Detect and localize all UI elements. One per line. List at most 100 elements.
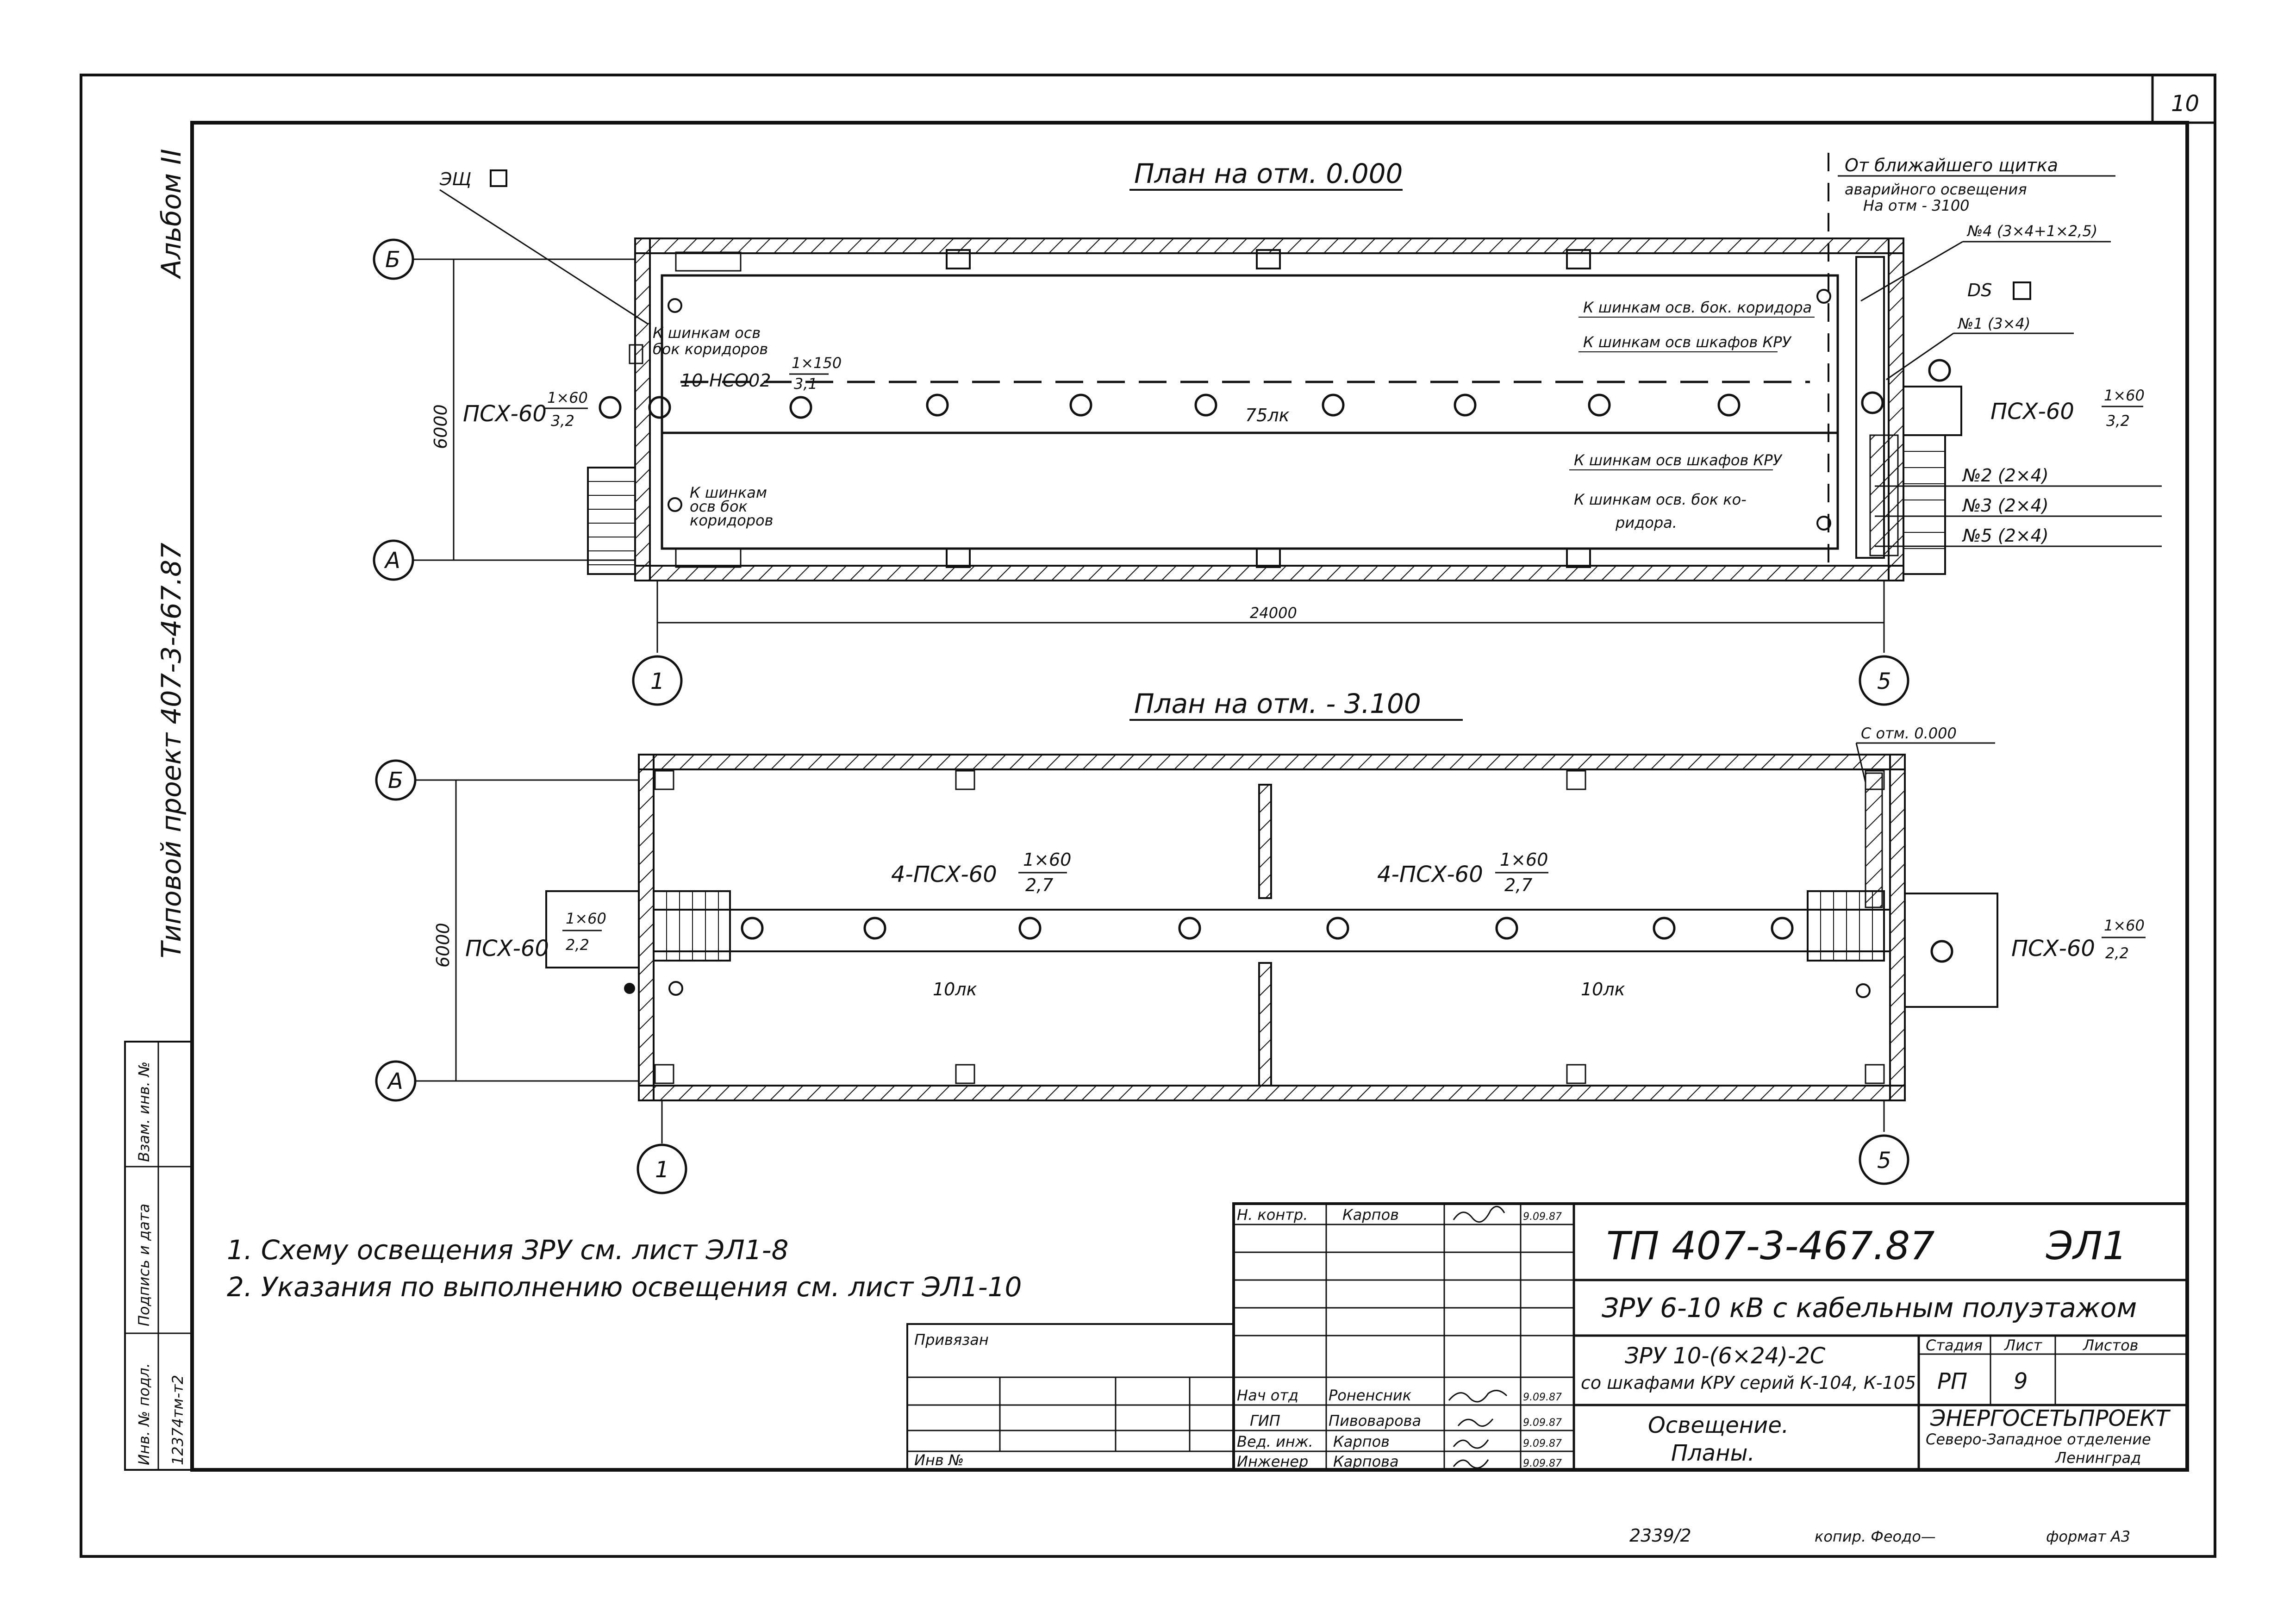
dim-height-top: 6000: [430, 404, 451, 449]
lamp: [599, 396, 622, 419]
stage-value: РП: [1937, 1368, 1967, 1394]
fixture-type: 10-НСО02: [680, 370, 771, 391]
lamp: [1069, 394, 1092, 417]
lamp: [648, 396, 671, 419]
partition-upper: [1258, 784, 1272, 899]
lamp: [1930, 940, 1953, 963]
note-r2: К шинкам осв шкафов КРУ: [1583, 333, 1792, 351]
privyazan-label: Привязан: [914, 1331, 989, 1349]
note-r4-2: ридора.: [1615, 514, 1677, 531]
note-left-top-2: бок коридоров: [653, 340, 768, 358]
lamp: [741, 917, 764, 940]
sheet-value: 9: [2014, 1368, 2028, 1394]
lamps-top: [599, 359, 1951, 419]
outer-frame: [80, 74, 2216, 1558]
sheet-number: 10: [2171, 91, 2199, 117]
eq-label: ЭЩ: [439, 169, 471, 189]
note-2: 2. Указания по выполнению освещения см. …: [227, 1271, 1022, 1303]
mid2-num: 1×60: [1500, 849, 1548, 870]
title-1: ЗРУ 6-10 кВ с кабельным полуэтажом: [1602, 1292, 2137, 1324]
role-ved: Вед. инж.: [1237, 1433, 1313, 1450]
inv-podl-label: Инв. № подл.: [135, 1363, 153, 1465]
org-1: ЭНЕРГОСЕТЬПРОЕКТ: [1930, 1405, 2171, 1431]
title-3a: Освещение.: [1648, 1412, 1789, 1438]
role-nkontr: Н. контр.: [1237, 1206, 1308, 1224]
lamp: [1194, 394, 1217, 417]
lamp: [1717, 394, 1741, 417]
mid1-num: 1×60: [1023, 849, 1071, 870]
feed-4: №4 (3×4+1×2,5): [1966, 222, 2097, 240]
axis-b-label: Б: [385, 247, 400, 273]
lamp-right-type: ПСХ-60: [1990, 399, 2074, 425]
wall-left: [634, 237, 651, 581]
signature: [1453, 1439, 1489, 1449]
lamp: [789, 396, 812, 419]
project-label: Типовой проект 407-3-467.87: [156, 543, 187, 958]
right-shaft: [1855, 256, 1885, 559]
note-r3: К шинкам осв шкафов КРУ: [1574, 451, 1783, 469]
name-ved: Карпов: [1333, 1433, 1390, 1450]
lamp-right-den: 3,2: [2106, 412, 2130, 430]
axis-b2-label: Б: [388, 768, 403, 793]
lamps-bottom: [741, 917, 1953, 963]
note-left-bottom-2: осв бок: [690, 498, 748, 515]
bottom-right-num: 1×60: [2104, 917, 2145, 934]
sheets-header: Листов: [2083, 1337, 2139, 1354]
emergency-2: аварийного освещения: [1845, 181, 2027, 198]
fixture-den: 3,1: [794, 375, 817, 393]
name-nkontr: Карпов: [1342, 1206, 1399, 1224]
plan-top-title: План на отм. 0.000: [1134, 158, 1403, 189]
lamp: [926, 394, 949, 417]
dim-height-bottom: 6000: [433, 923, 453, 968]
mid2-type: 4-ПСХ-60: [1377, 862, 1483, 887]
note-r1: К шинкам осв. бок. коридора: [1583, 299, 1812, 316]
role-nach: Нач отд: [1237, 1387, 1298, 1404]
date-nach: 9.09.87: [1523, 1392, 1562, 1403]
lamp: [1178, 917, 1201, 940]
emergency-1: От ближайшего щитка: [1845, 155, 2058, 175]
lamp: [1326, 917, 1349, 940]
note-r4-1: К шинкам осв. бок ко-: [1574, 491, 1747, 508]
footer-copied: копир. Феодо—: [1815, 1528, 1936, 1545]
axis-1b-label: 1: [655, 1157, 669, 1183]
vzam-label: Взам. инв. №: [135, 1062, 153, 1162]
plan-bottom: План на отм. - 3.100: [375, 688, 2146, 1194]
note-left-top-1: К шинкам осв: [653, 324, 761, 342]
axis-5b-label: 5: [1877, 1148, 1891, 1174]
lamp-right-num: 1×60: [2104, 387, 2145, 404]
title-2b: со шкафами КРУ серий К-104, К-105: [1581, 1373, 1916, 1393]
lamp-left-num: 1×60: [547, 389, 588, 406]
bottom-left-type: ПСХ-60: [465, 936, 549, 962]
date-ved: 9.09.87: [1523, 1438, 1562, 1449]
signature: [1453, 1206, 1505, 1223]
org-3: Ленинград: [2055, 1449, 2141, 1467]
lamp: [1495, 917, 1518, 940]
plan-bottom-title: План на отм. - 3.100: [1134, 688, 1421, 719]
lux-bottom-right: 10лк: [1581, 979, 1625, 999]
album-label: Альбом II: [156, 149, 187, 280]
role-ing: Инженер: [1237, 1453, 1308, 1470]
axis-a2-label: А: [387, 1068, 403, 1094]
bottom-right-den: 2,2: [2105, 944, 2129, 962]
title-block: Привязан Инв № Н. контр. Карпов 9.09.87 …: [906, 1202, 2189, 1471]
mid1-type: 4-ПСХ-60: [891, 862, 997, 887]
inv-value: 12374тм-т2: [169, 1375, 187, 1465]
stair-left-top: [587, 467, 636, 575]
inv-no-label: Инв №: [914, 1451, 964, 1469]
signature: [1457, 1418, 1494, 1427]
name-gip: Пивоварова: [1329, 1412, 1421, 1430]
emergency-3: На отм - 3100: [1863, 197, 1970, 214]
lux-top: 75лк: [1245, 405, 1290, 425]
wall-right-2: [1889, 754, 1906, 1101]
stair-left-bottom: [653, 890, 731, 962]
signature: [1448, 1390, 1508, 1403]
feed-3: №3 (2×4): [1962, 495, 2049, 516]
lamp: [1771, 917, 1794, 940]
lamp: [1653, 917, 1676, 940]
lamp: [1018, 917, 1042, 940]
sheet-header: Лист: [2004, 1337, 2042, 1354]
axis-1-label: 1: [650, 668, 665, 694]
partition-lower: [1258, 962, 1272, 1087]
footer-number: 2339/2: [1629, 1525, 1691, 1546]
